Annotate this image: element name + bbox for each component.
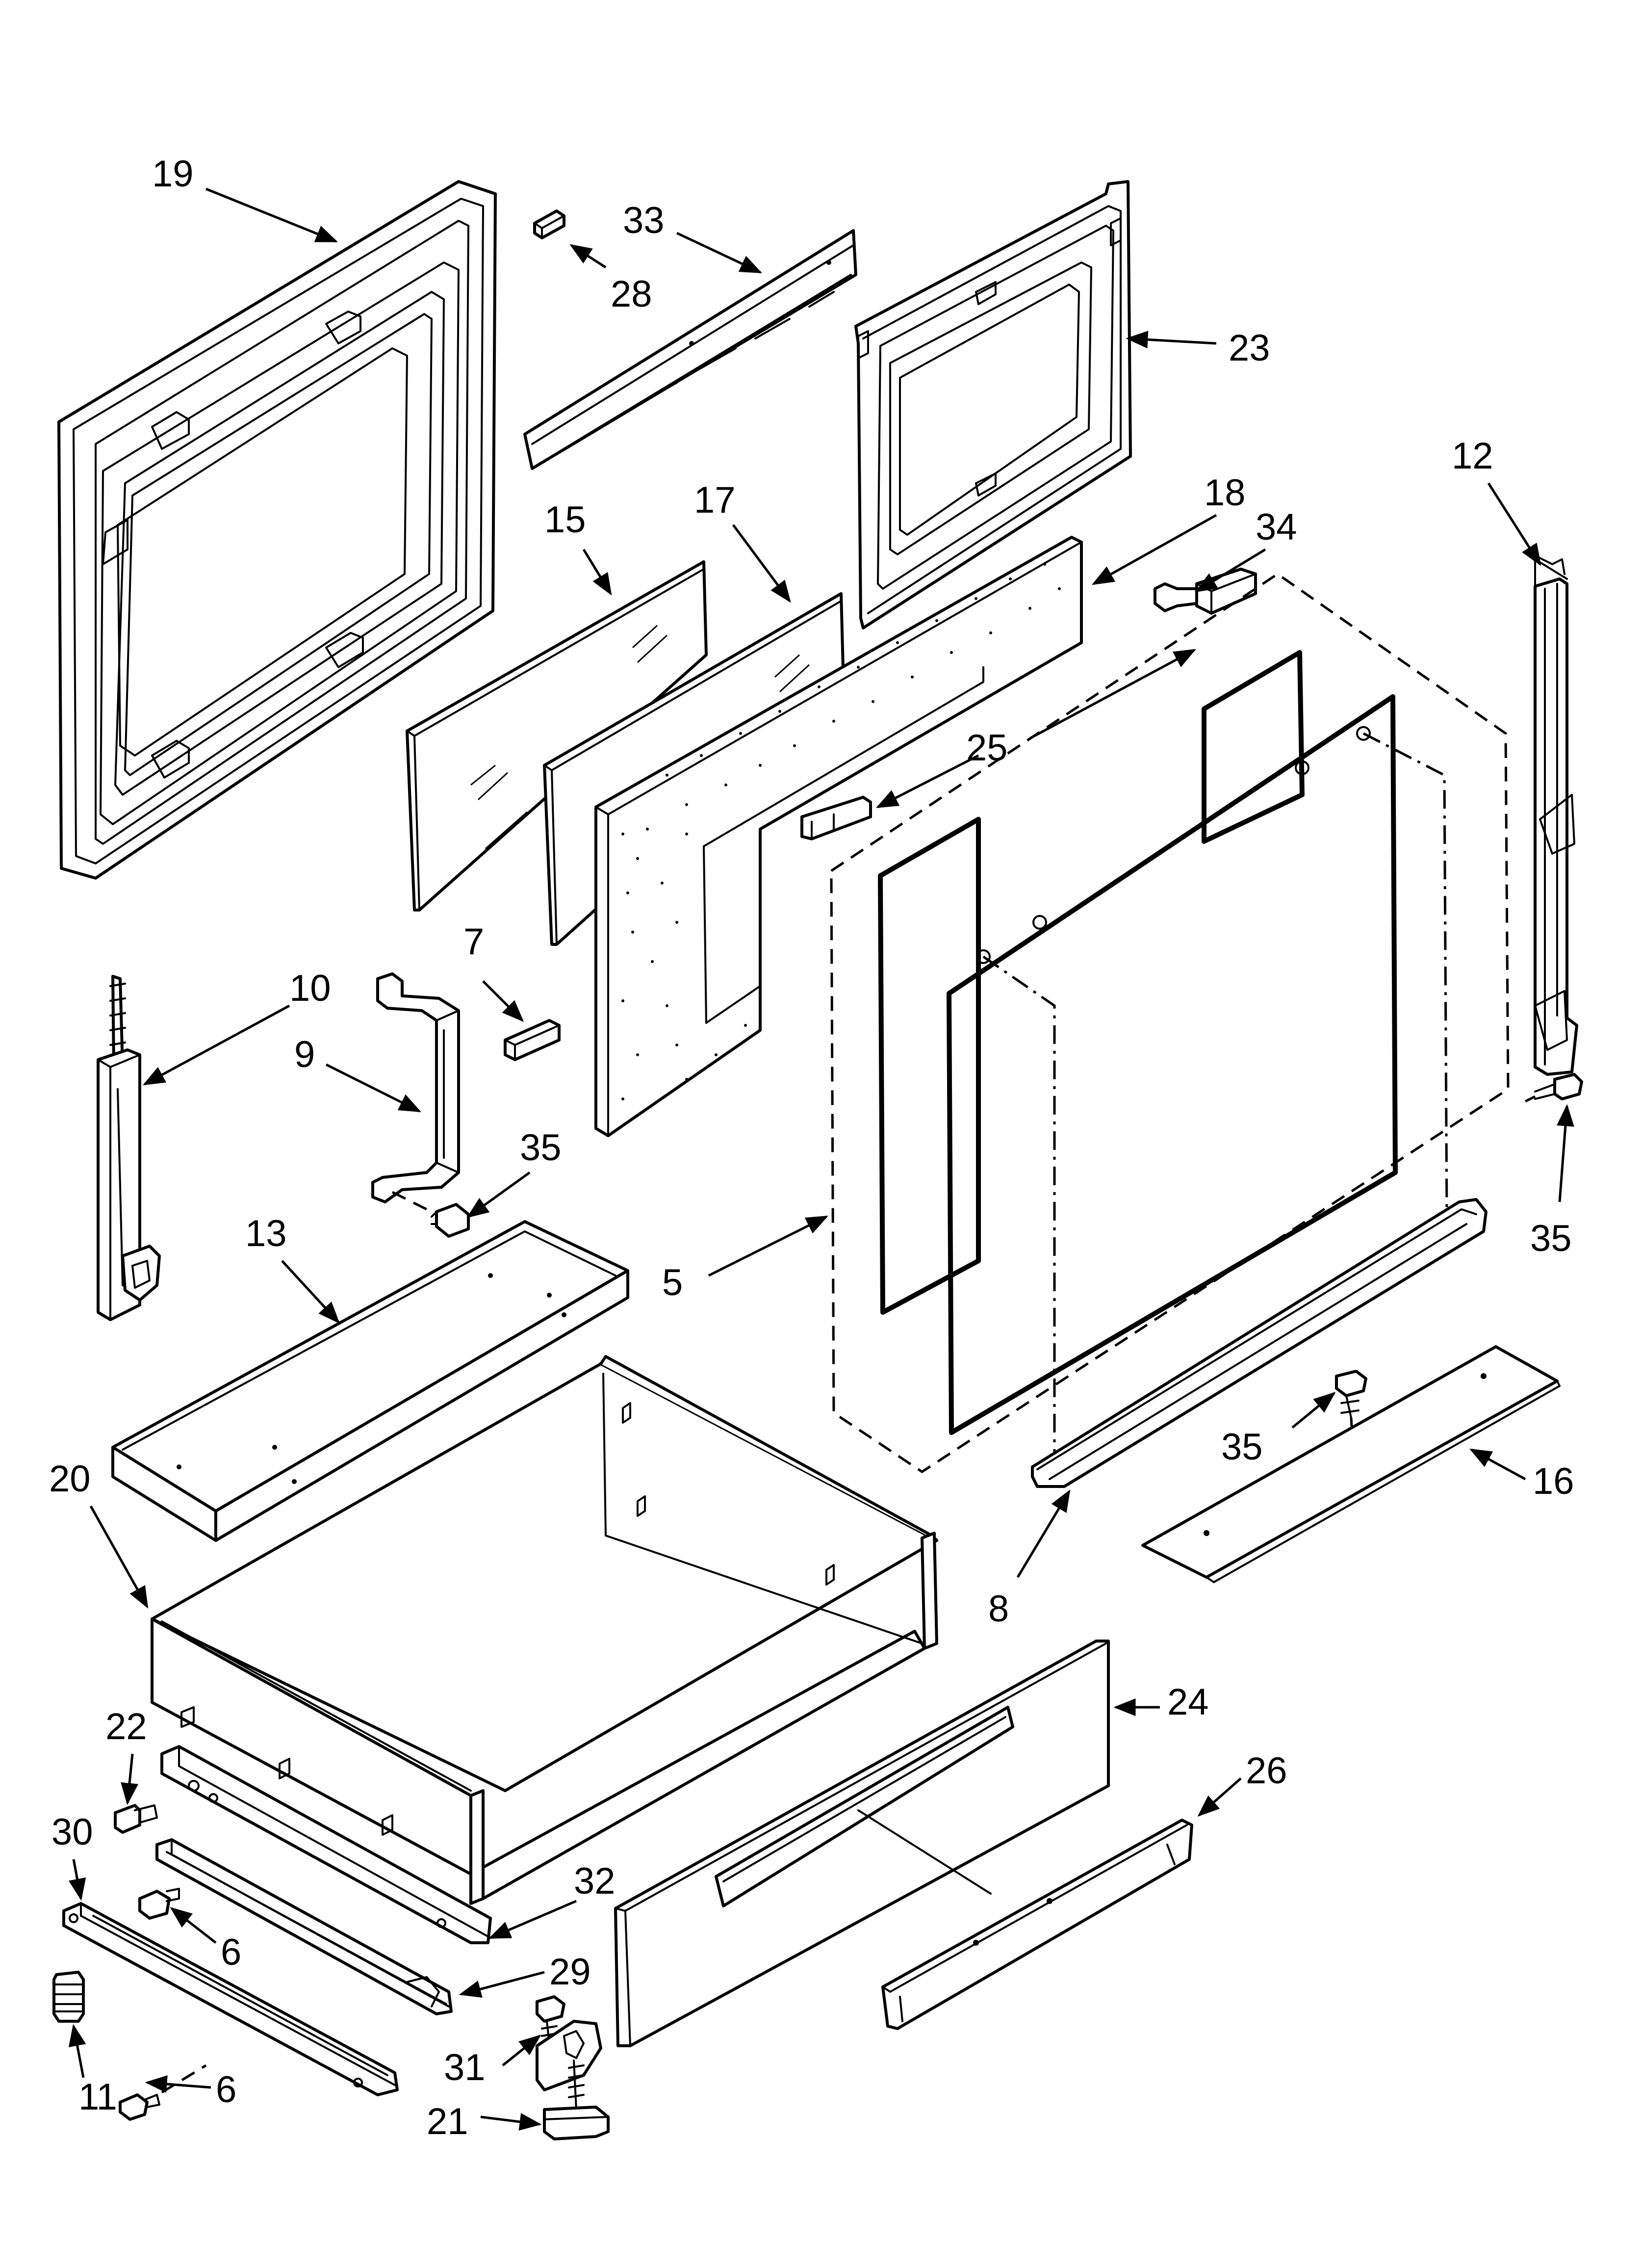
bottom-trim [1141,1345,1561,1583]
callout-29: 29 [549,1951,591,1993]
drawer-top-channel [111,1220,629,1542]
callout-16: 16 [1533,1460,1574,1502]
callout-22: 22 [105,1706,147,1747]
callout-7: 7 [463,921,484,963]
callout-35-mid: 35 [1221,1426,1263,1468]
drawer-slide-assembly [155,1838,453,2015]
screw-35-left [391,1191,470,1238]
callout-25: 25 [966,727,1008,769]
callout-24: 24 [1167,1681,1209,1723]
clip [533,209,565,239]
inner-door-liner [854,180,1132,629]
callout-21: 21 [427,2101,468,2142]
leader-lines [68,187,1574,2131]
callout-13: 13 [245,1213,287,1254]
door-hinge [97,975,161,1321]
callout-5: 5 [662,1262,683,1303]
screw-6-upper [138,1888,180,1920]
callout-15: 15 [544,499,586,541]
callout-23: 23 [1229,327,1270,369]
callout-19: 19 [152,153,194,195]
callout-20: 20 [49,1458,91,1500]
storage-drawer [151,1355,938,1905]
callout-35-right: 35 [1530,1218,1572,1259]
callout-6-lower: 6 [216,2069,236,2111]
handle-bracket [371,972,460,1203]
callout-35-left: 35 [520,1127,562,1169]
hinge-bracket [1532,553,1578,1076]
callout-10: 10 [289,967,331,1009]
callout-labels: 19 33 28 23 12 15 17 18 34 25 7 10 9 35 … [49,153,1574,2142]
callout-31: 31 [444,2047,486,2088]
hinge-receiver [1154,568,1257,615]
callout-9: 9 [294,1034,315,1075]
outer-door-panel [57,180,497,880]
glass-retainer-clip [800,796,872,840]
screw-6-lower [119,2064,207,2121]
callout-8: 8 [988,1588,1009,1630]
rubber-bumper [504,1019,561,1061]
insulation [594,536,1083,1137]
callout-18: 18 [1204,472,1246,514]
callout-11: 11 [78,2076,117,2118]
door-assembly [830,572,1510,1482]
drawer-front-panel [614,1640,1110,2047]
callout-6-upper: 6 [221,1931,241,1973]
callout-30: 30 [51,1811,93,1853]
callout-26: 26 [1246,1750,1287,1792]
stop-screw [114,1804,158,1834]
callout-28: 28 [611,273,652,315]
top-vent-trim [523,229,857,470]
callout-32: 32 [574,1860,616,1902]
screw-35-right [1524,1073,1583,1103]
callout-17: 17 [694,479,736,521]
leveling-leg [52,1971,85,2023]
drawer-handle [881,1819,1193,2030]
drawer-rail-left [62,1902,399,2096]
callout-12: 12 [1452,435,1493,477]
door-handle [1031,1198,1488,1488]
callout-33: 33 [623,200,665,241]
callout-34: 34 [1256,506,1297,548]
leveling-foot [536,2020,610,2140]
drawer-side-support [160,1745,492,1944]
